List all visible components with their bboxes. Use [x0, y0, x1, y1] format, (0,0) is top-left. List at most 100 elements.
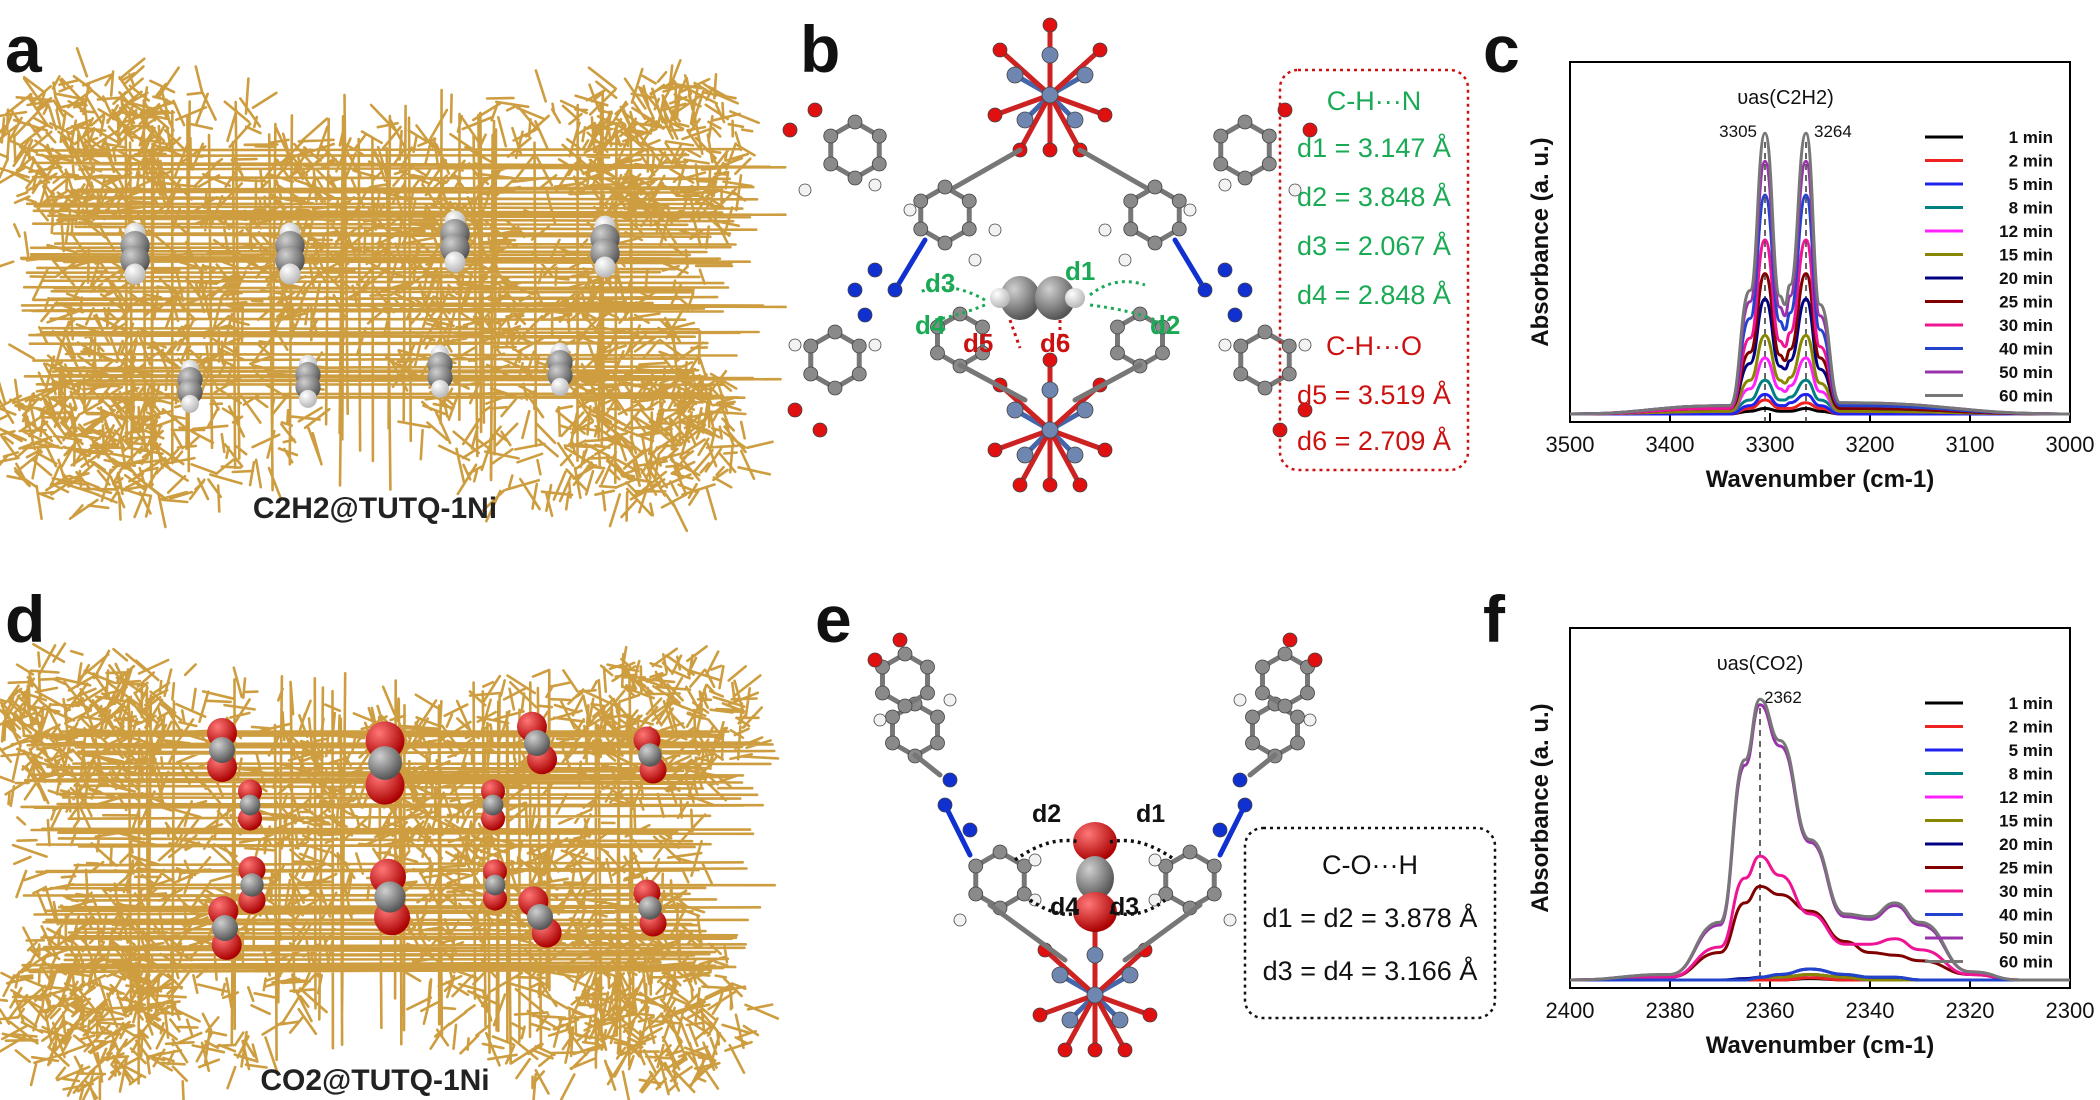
O-atom — [1032, 1007, 1048, 1023]
O-atom — [1042, 17, 1058, 33]
series-line — [1569, 159, 2071, 416]
legend-label: 15 min — [1999, 812, 2053, 831]
tag-e-d3: d3 — [1110, 893, 1139, 921]
series-line — [1570, 967, 2070, 982]
co-h-d1d2: d1 = d2 = 3.878 Å — [1263, 902, 1478, 933]
tag-d1: d1 — [1065, 256, 1095, 286]
H-atom — [1028, 853, 1042, 867]
N-atom — [1227, 307, 1243, 323]
legend-label: 30 min — [1999, 882, 2053, 901]
H-atom — [1218, 338, 1232, 352]
N-atom — [962, 822, 978, 838]
C-atom — [1147, 179, 1163, 195]
binding-site-structure-e — [867, 632, 1323, 1058]
C-atom — [1110, 319, 1125, 335]
H-atom — [1233, 693, 1247, 707]
x-axis-label: Wavenumber (cm-1) — [1706, 1032, 1935, 1059]
O-atom — [807, 102, 823, 118]
N-atom — [847, 282, 863, 298]
ch-n-d4: d4 = 2.848 Å — [1297, 279, 1451, 310]
legend-label: 25 min — [1999, 293, 2053, 312]
co-h-d3d4: d3 = d4 = 3.166 Å — [1263, 955, 1478, 986]
x-tick-label: 2340 — [1846, 998, 1895, 1023]
H-atom — [1118, 253, 1132, 267]
tag-d4: d4 — [915, 310, 946, 340]
panel-label-e: e — [815, 582, 852, 656]
C-atom — [1281, 338, 1297, 354]
bond — [1047, 47, 1103, 98]
O-atom — [1277, 102, 1293, 118]
x-tick-label: 3300 — [1746, 432, 1795, 457]
framework-structure-d — [0, 642, 780, 1100]
N-atom — [1217, 262, 1233, 278]
bond — [942, 802, 973, 858]
hydrogen-atom — [444, 251, 466, 273]
x-tick-label: 3100 — [1946, 432, 1995, 457]
O-atom — [1042, 352, 1058, 368]
Ni-atom — [1016, 446, 1034, 464]
x-tick-label: 2380 — [1646, 998, 1695, 1023]
C-atom — [871, 128, 887, 144]
bond — [1037, 992, 1098, 1018]
C-atom — [897, 646, 913, 662]
C-atom — [968, 886, 984, 902]
legend-label: 60 min — [1999, 387, 2053, 406]
bond — [912, 752, 943, 778]
bond — [1092, 992, 1153, 1018]
O-atom — [992, 42, 1008, 58]
O-atom — [787, 402, 803, 418]
x-tick-label: 3000 — [2046, 432, 2095, 457]
hbond-dashed-line — [1109, 838, 1177, 862]
legend-label: 50 min — [1999, 363, 2053, 382]
C-atom — [1123, 193, 1139, 209]
Ni-atom — [1086, 946, 1104, 964]
N-atom — [1237, 282, 1253, 298]
carbon-atom — [368, 746, 402, 780]
C-atom — [875, 685, 890, 701]
H-atom — [988, 223, 1002, 237]
bond — [1092, 992, 1128, 1053]
co-h-title: C-O···H — [1322, 850, 1418, 880]
y-axis-label: Absorbance (a. u.) — [1527, 703, 1554, 912]
O-atom — [1072, 477, 1088, 493]
C-atom — [823, 156, 839, 172]
bond — [1172, 237, 1208, 293]
caption-d: CO2@TUTQ-1Ni — [260, 1064, 489, 1097]
C-atom — [847, 170, 863, 186]
legend-label: 8 min — [2009, 765, 2053, 784]
hbond-dashed-line — [1029, 898, 1081, 916]
O-atom — [892, 632, 908, 648]
plot-frame — [1569, 627, 2071, 989]
hydrogen-atom — [181, 394, 199, 413]
bond — [1047, 92, 1108, 118]
Ni-atom — [1016, 111, 1034, 129]
H-atom — [953, 913, 967, 927]
Ni-atom — [1076, 401, 1094, 419]
H-atom — [873, 713, 887, 727]
carbon-atom — [240, 873, 264, 897]
hbond-dashed-line — [919, 286, 986, 302]
bond — [992, 427, 1053, 453]
x-tick-label: 3500 — [1546, 432, 1595, 457]
carbon-atom — [374, 881, 406, 913]
series-line — [1569, 703, 2070, 982]
O-atom — [1282, 632, 1298, 648]
co2-oxygen — [1073, 892, 1117, 932]
C-atom — [1300, 685, 1315, 701]
C-atom — [823, 128, 839, 144]
C-atom — [1237, 170, 1253, 186]
bond — [1077, 147, 1153, 193]
C-atom — [913, 193, 929, 209]
C-atom — [992, 844, 1008, 860]
C-atom — [1155, 345, 1170, 361]
Ni-atom — [1076, 66, 1094, 84]
Ni-atom — [1041, 46, 1059, 64]
x-tick-label: 3400 — [1646, 432, 1695, 457]
ch-n-d2: d2 = 3.848 Å — [1297, 181, 1451, 212]
ch-n-title: C-H···N — [1327, 86, 1421, 116]
hydrogen-atom — [551, 377, 569, 396]
series-line — [1569, 697, 2070, 982]
H-atom — [903, 203, 917, 217]
C-atom — [1206, 858, 1222, 874]
